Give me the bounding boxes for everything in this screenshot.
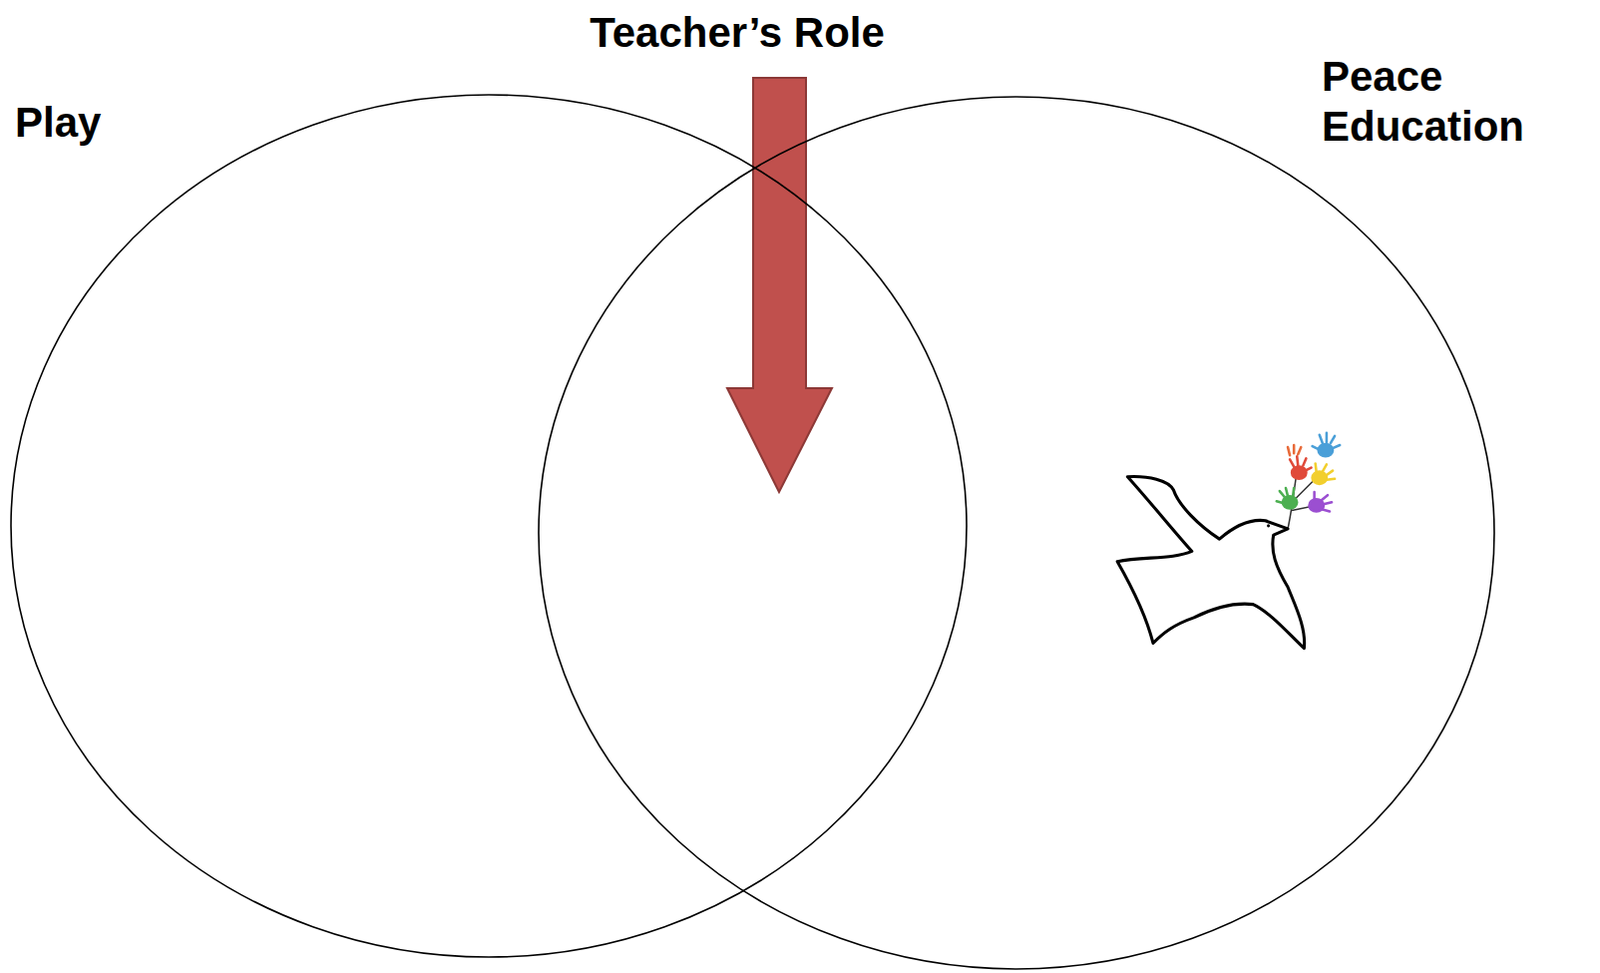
circle-heading: Peace Education xyxy=(1321,51,1572,153)
venn-circle xyxy=(538,96,1495,969)
dove-illustration xyxy=(1117,432,1340,649)
teacher-arrow xyxy=(727,77,832,492)
circle-outline-svg xyxy=(537,95,1496,970)
play-circle: Play xyxy=(9,93,968,958)
circle-outline-svg xyxy=(9,93,968,958)
teacher-role-label: Teacher’s Role xyxy=(589,7,885,58)
peace-education-circle: Peace Education xyxy=(537,95,1496,970)
circle-heading: Play xyxy=(14,97,215,148)
venn-circle xyxy=(10,94,967,957)
dove-outline xyxy=(1117,476,1304,649)
handprints xyxy=(1276,432,1340,512)
dove-eye xyxy=(1266,523,1270,527)
